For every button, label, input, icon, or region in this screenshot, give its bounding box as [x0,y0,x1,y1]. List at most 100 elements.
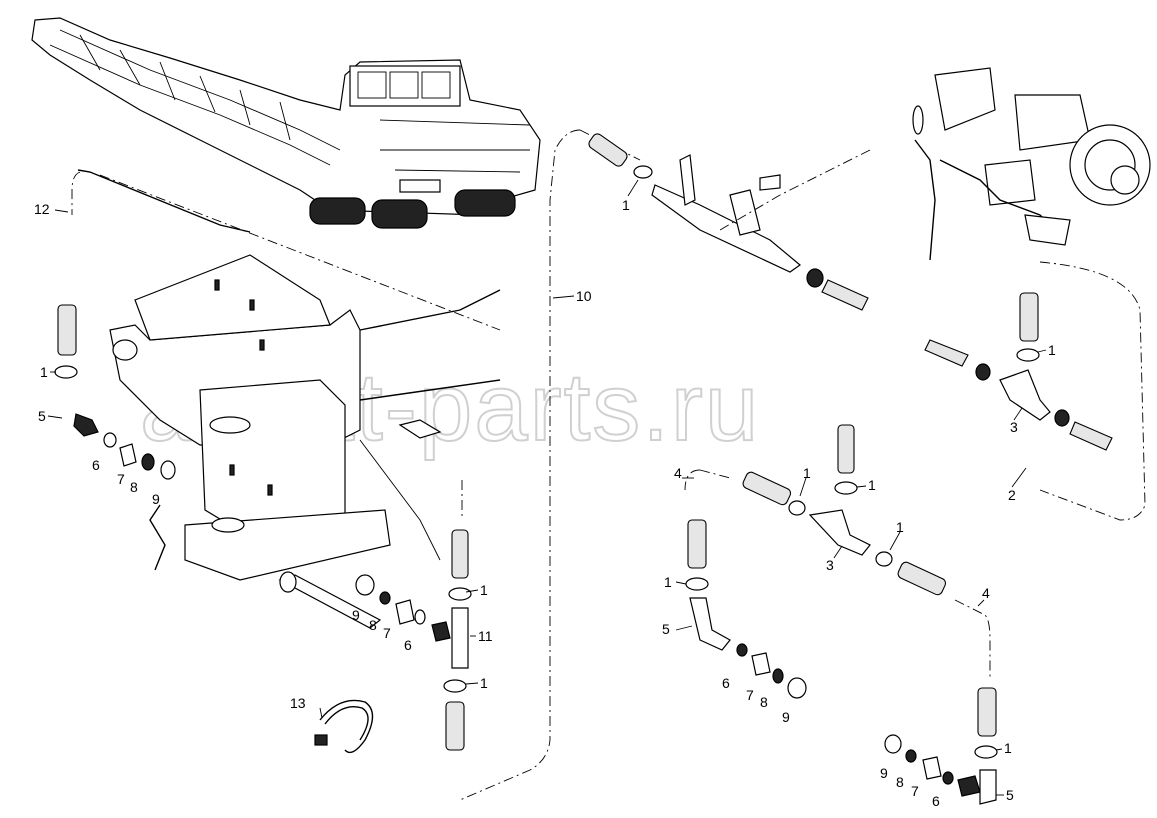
callout-6-middle: 6 [722,675,730,691]
callout-3-middle: 3 [826,557,834,573]
washer [103,432,117,448]
tee-fitting [999,369,1051,421]
hose-segment [897,561,947,596]
hose-segment [977,687,997,737]
middle-lower-fitting-group [685,519,807,699]
hose-segment [837,424,855,474]
callout-12: 12 [34,201,50,217]
callout-6-left: 6 [92,457,100,473]
hose-clamp [834,481,858,495]
hose-clamp [54,365,78,379]
callout-10: 10 [576,288,592,304]
tee-fitting [808,509,871,556]
left-upper-fitting-group [54,304,176,480]
callout-1-middle-c: 1 [896,519,904,535]
cap-nut [160,460,176,480]
group-10-outline [459,129,581,801]
hose-clamp [974,745,998,759]
callout-1-middle-b: 1 [803,465,811,481]
callout-5-left: 5 [38,408,46,424]
hose-segment [687,519,707,569]
callout-7-middle: 7 [746,687,754,703]
o-ring [975,363,991,381]
left-lower-fitting-group [355,529,472,751]
leader-dash [719,149,871,231]
callout-9-middle: 9 [782,709,790,725]
callout-1-middle-a: 1 [868,477,876,493]
nipple [759,174,781,191]
callout-4-right: 4 [982,585,990,601]
track-unit [309,189,516,229]
bolt [395,599,415,625]
callout-1-left-lower-a: 1 [480,582,488,598]
bolt [751,652,771,676]
right-upper-tee-group [924,292,1113,451]
cable-tie [314,699,374,754]
callout-2: 2 [1008,487,1016,503]
right-outline [1039,261,1146,521]
callout-7-bottom-right: 7 [911,783,919,799]
valve-body [651,184,801,273]
hose-clamp [448,587,472,601]
leader-dash [699,469,731,479]
callout-1-right-upper: 1 [1048,342,1056,358]
callout-6-bottom-right: 6 [932,793,940,809]
hose-clamp [633,165,653,179]
callout-8-middle: 8 [760,694,768,710]
callout-9-bottom-right: 9 [880,765,888,781]
nut-washer [141,453,155,471]
callout-1-left-upper: 1 [40,364,48,380]
nut-washer [905,749,917,763]
callout-labels: 12 10 1 1 5 6 7 8 9 9 8 7 6 1 11 1 13 1 … [34,197,1056,809]
valve-bracket [729,189,761,236]
o-ring [806,268,824,288]
strainer-hose [821,279,869,311]
leader-dash [954,599,991,680]
strainer-hose [1069,421,1113,451]
washer [772,668,784,684]
callout-13: 13 [290,695,306,711]
callout-9-left-lower: 9 [352,607,360,623]
elbow-fitting [979,769,997,805]
callout-8-left: 8 [130,479,138,495]
frame-assembly [71,169,501,629]
washer [942,771,954,785]
callout-4-middle: 4 [674,465,682,481]
strainer-hose [924,339,969,367]
cap-nut [884,734,902,754]
callout-11: 11 [478,628,493,644]
hose-segment [57,304,77,356]
cap-nut [355,574,375,596]
bulkhead-fitting [431,621,451,642]
leader-lines [47,179,1047,796]
pump-motor-assembly [912,67,1151,261]
hose-clamp [1016,348,1040,362]
nut-washer [736,643,748,657]
cap-nut [787,677,807,699]
washer [414,609,426,625]
bottom-right-fitting-group [884,687,998,805]
elbow-fitting [73,413,99,437]
callout-1-top: 1 [622,197,630,213]
elbow-fitting [689,597,731,651]
top-center-assembly [588,133,869,311]
middle-tee-group [742,424,947,596]
nut-washer [379,591,391,605]
callout-7-left: 7 [117,471,125,487]
callout-8-left-lower: 8 [369,617,377,633]
callout-5-bottom-right: 5 [1006,787,1014,803]
hose-segment [445,701,465,751]
bolt [922,756,942,780]
callout-3-right: 3 [1010,419,1018,435]
hose-clamp [443,679,467,693]
hose-segment [451,529,469,579]
callout-1-left-lower-b: 1 [480,675,488,691]
milling-machine-illustration [31,17,541,229]
bulkhead-fitting [957,775,981,797]
callout-5-middle: 5 [662,621,670,637]
callout-7-left-lower: 7 [383,625,391,641]
callout-9-left: 9 [152,491,160,507]
callout-8-bottom-right: 8 [896,774,904,790]
bolt [119,443,137,467]
